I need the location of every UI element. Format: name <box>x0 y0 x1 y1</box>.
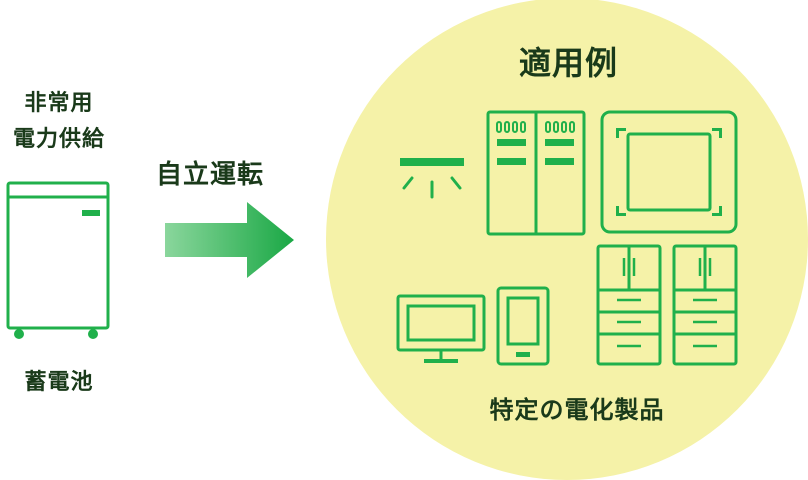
battery-label: 蓄電池 <box>24 370 94 395</box>
application-caption: 特定の電化製品 <box>489 396 665 424</box>
tablet-icon <box>496 286 550 366</box>
refrigerator-icon <box>672 244 738 366</box>
battery-storage-icon <box>6 181 110 339</box>
television-icon <box>396 294 486 363</box>
ceiling-cassette-air-conditioner-icon <box>600 110 738 234</box>
emergency-power-label-line-2: 電力供給 <box>12 127 105 152</box>
application-circle <box>326 0 808 480</box>
application-title: 適用例 <box>518 44 618 82</box>
electrical-cabinet-icon <box>486 110 586 236</box>
emergency-power-label: 非常用 電力供給 <box>8 86 110 158</box>
autonomous-operation-label: 自立運転 <box>156 160 265 190</box>
emergency-power-label-line-1: 非常用 <box>24 91 94 116</box>
refrigerator-icon <box>596 244 662 366</box>
wall-air-conditioner-icon <box>400 158 464 199</box>
arrow-right-icon <box>165 202 294 278</box>
